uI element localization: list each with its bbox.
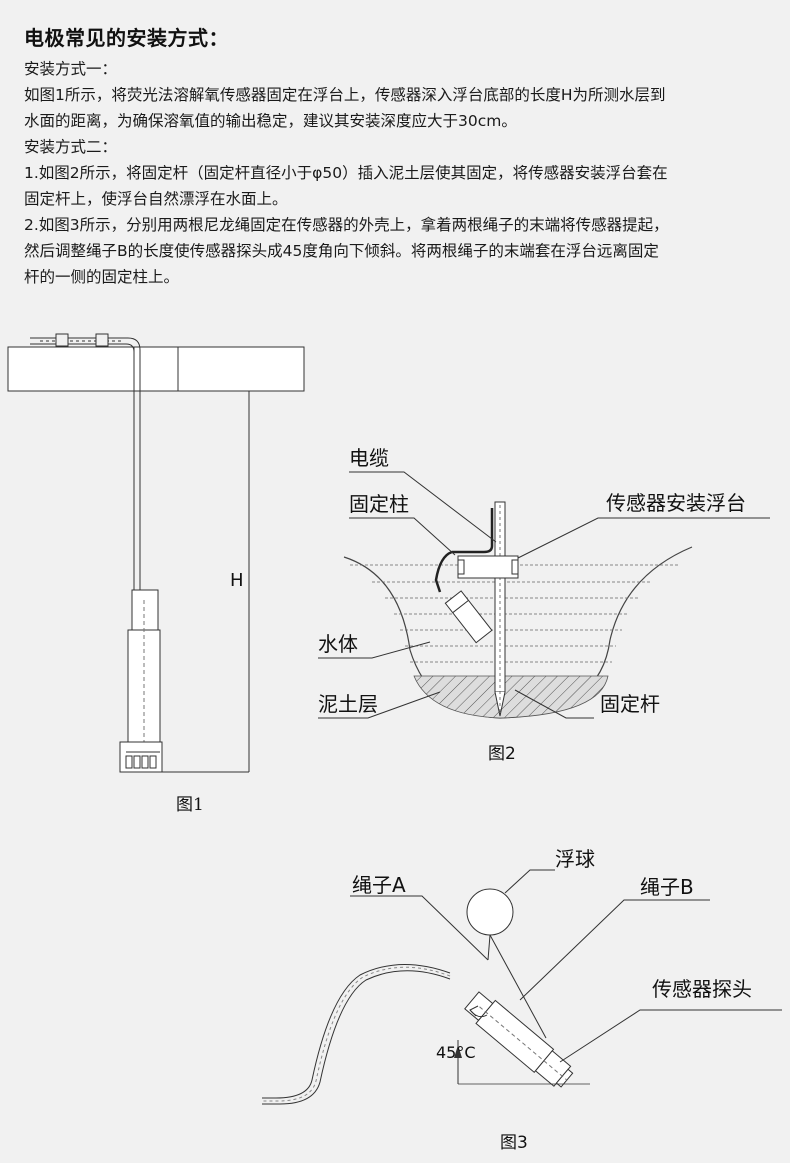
- fig2-label-cable: 电缆: [349, 446, 389, 470]
- fig2-water-lines: [350, 564, 680, 663]
- method2-step1-line1: 1.如图2所示，将固定杆（固定杆直径小于φ50）插入泥土层使其固定，将传感器安装…: [24, 164, 668, 182]
- fig3-label-float-ball: 浮球: [555, 847, 595, 871]
- fig3-rope-b: [489, 934, 547, 1039]
- method1-line2: 水面的距离，为确保溶氧值的输出稳定，建议其安装深度应大于30cm。: [24, 112, 517, 130]
- fig3-label-angle: 45°C: [436, 1043, 476, 1062]
- fig2-label-mud: 泥土层: [318, 692, 378, 716]
- fig2-sensor: [444, 590, 493, 644]
- fig1-sensor-collar: [131, 589, 159, 631]
- fig3-label-probe: 传感器探头: [652, 977, 752, 1001]
- fig3-label-rope-a: 绳子A: [352, 873, 406, 897]
- doc-title: 电极常见的安装方式：: [24, 26, 229, 50]
- method2-step1-line2: 固定杆上，使浮台自然漂浮在水面上。: [24, 190, 288, 208]
- figure-2: [343, 501, 693, 719]
- fig3-rope-a: [487, 934, 491, 961]
- fig1-float-platform: [7, 346, 305, 392]
- fig3-label-rope-b: 绳子B: [640, 875, 694, 899]
- fig3-leaders: [350, 869, 782, 1063]
- fig3-caption: 图3: [500, 1133, 528, 1153]
- fig1-cable: [30, 337, 141, 592]
- fig3-cable: [262, 964, 451, 1099]
- fig2-caption: 图2: [488, 744, 516, 764]
- figure-1: [7, 333, 305, 773]
- method2-step2-line3: 杆的一侧的固定柱上。: [24, 268, 180, 286]
- fig2-float-platform: [457, 555, 519, 579]
- method1-line1: 如图1所示，将荧光法溶解氧传感器固定在浮台上，传感器深入浮台底部的长度H为所测水…: [24, 86, 666, 104]
- fig2-label-fixed-post: 固定柱: [349, 492, 409, 516]
- fig2-cable: [434, 508, 494, 593]
- figure-3: [262, 888, 590, 1105]
- fig2-label-fixed-rod: 固定杆: [600, 692, 660, 716]
- fig2-label-float-platform: 传感器安装浮台: [606, 491, 746, 515]
- method2-step2-line1: 2.如图3所示，分别用两根尼龙绳固定在传感器的外壳上，拿着两根绳子的末端将传感器…: [24, 216, 669, 234]
- fig3-probe: [464, 991, 574, 1088]
- fig1-sensor-head: [119, 741, 163, 773]
- fig2-label-water: 水体: [318, 632, 358, 656]
- fig1-caption: 图1: [176, 795, 204, 815]
- method2-step2-line2: 然后调整绳子B的长度使传感器探头成45度角向下倾斜。将两根绳子的末端套在浮台远离…: [24, 242, 659, 260]
- fig2-leaders: [318, 471, 770, 719]
- fig3-float-ball: [466, 888, 514, 936]
- method1-heading: 安装方式一：: [24, 60, 118, 78]
- method2-heading: 安装方式二：: [24, 138, 118, 156]
- fig1-dimension-label: H: [230, 570, 244, 591]
